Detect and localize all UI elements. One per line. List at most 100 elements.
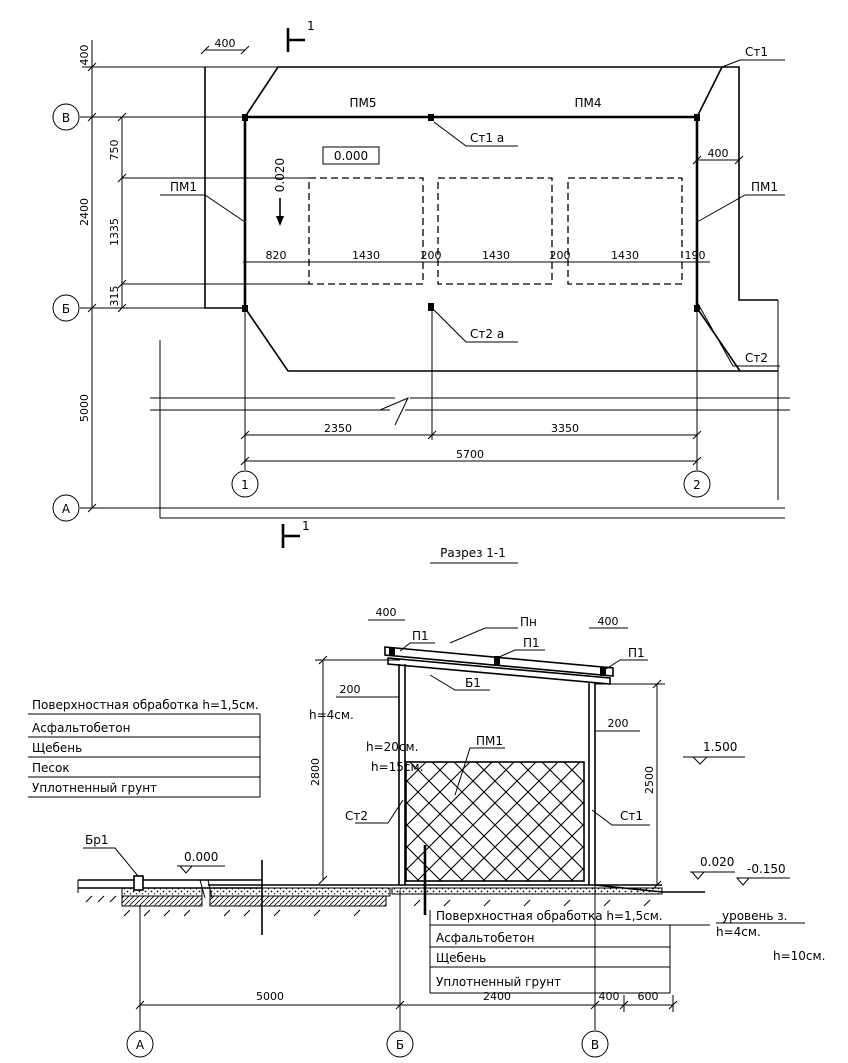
level-mark: 1.500	[703, 740, 737, 754]
note: h=15см.	[371, 760, 423, 774]
bench-panel	[567, 177, 683, 285]
dim-label: 200	[340, 683, 361, 696]
dim-label: 200	[608, 717, 629, 730]
layer-label: Щебень	[32, 741, 82, 755]
elevation-box	[322, 146, 380, 165]
note: уровень з.	[722, 909, 787, 923]
axis-label: В	[591, 1038, 599, 1052]
label-p1: П1	[523, 636, 540, 650]
label-pm1: ПМ1	[170, 180, 197, 194]
layer-label: Поверхностная обработка h=1,5см.	[32, 698, 259, 712]
label-st2: Ст2	[345, 809, 368, 823]
bench-panel	[308, 177, 424, 285]
axis-label: А	[136, 1038, 145, 1052]
dim-label: 5000	[78, 394, 91, 422]
axis-bubble-b	[386, 1030, 414, 1058]
roof-beam	[384, 646, 614, 677]
note: h=4см.	[309, 708, 354, 722]
layer-table-right: Поверхностная обработка h=1,5см. Асфальт…	[429, 909, 710, 994]
layer-label: Поверхностная обработка h=1,5см.	[436, 909, 663, 923]
dim-label: 2800	[309, 758, 322, 786]
label-pm4: ПМ4	[574, 96, 601, 110]
elevation-label: 0.000	[334, 149, 368, 163]
axis-bubble-a	[126, 1030, 154, 1058]
slope-arrow-head	[276, 216, 284, 226]
dim-label: 400	[598, 615, 619, 628]
layer-label: Песок	[32, 761, 70, 775]
axis-label: 2	[693, 478, 701, 492]
layer-label: Уплотненный грунт	[436, 975, 561, 989]
level-mark: 0.020	[700, 855, 734, 869]
layer-label: Асфальтобетон	[32, 721, 130, 735]
section-view: 2800 2500 400 400 200 200 5000 2400 400 …	[28, 606, 825, 1058]
roof-outline-bottom	[244, 307, 778, 372]
roof-outline	[244, 66, 724, 118]
dim-label: 820	[266, 249, 287, 262]
note: h=10см.	[773, 949, 825, 963]
level-mark: 0.000	[184, 850, 218, 864]
label-st2: Ст2	[745, 351, 768, 365]
purlin	[600, 667, 606, 676]
column	[694, 114, 700, 121]
dim-label: 2400	[483, 990, 511, 1003]
dim-label: 1430	[611, 249, 639, 262]
axis-label: В	[62, 111, 70, 125]
dim-label: 3350	[551, 422, 579, 435]
dim-label: 190	[685, 249, 706, 262]
dim-label: 1430	[352, 249, 380, 262]
axis-bubble-a	[52, 494, 80, 522]
label-pm1: ПМ1	[476, 734, 503, 748]
dim-label: 400	[599, 990, 620, 1003]
level-mark: -0.150	[747, 862, 786, 876]
dim-label: 200	[421, 249, 442, 262]
dim-label: 315	[108, 286, 121, 307]
dim-label: 400	[78, 45, 91, 66]
label-st1: Ст1	[745, 45, 768, 59]
column	[428, 303, 434, 311]
axis-label: 1	[241, 478, 249, 492]
roof-outline-right	[722, 66, 778, 301]
dim-label: 2500	[643, 766, 656, 794]
label-pn: Пн	[520, 615, 537, 629]
label-pm5: ПМ5	[349, 96, 376, 110]
label-st1a: Ст1 а	[470, 131, 504, 145]
dim-label: 200	[550, 249, 571, 262]
label-p1: П1	[412, 629, 429, 643]
bench-panel	[437, 177, 553, 285]
note: h=4см.	[716, 925, 761, 939]
layer-label: Щебень	[436, 951, 486, 965]
cut-mark-label: 1	[302, 519, 310, 533]
cut-mark-top	[286, 28, 305, 52]
note: h=20см.	[366, 740, 418, 754]
curb	[133, 875, 144, 891]
dim-label: 400	[708, 147, 729, 160]
dim-label: 1430	[482, 249, 510, 262]
slope-label: 0.020	[273, 158, 287, 192]
axis-label: Б	[396, 1038, 404, 1052]
roof-outline-left	[204, 67, 245, 309]
dim-label: 750	[108, 140, 121, 161]
axis-label: Б	[62, 302, 70, 316]
cut-mark-label: 1	[307, 19, 315, 33]
axis-label: А	[62, 502, 71, 516]
dim-label: 2350	[324, 422, 352, 435]
column	[428, 114, 434, 121]
lattice-panel	[405, 761, 585, 882]
axis-bubble-v	[581, 1030, 609, 1058]
purlin	[389, 647, 395, 656]
dim-label: 5000	[256, 990, 284, 1003]
label-p1: П1	[628, 646, 645, 660]
dim-label: 1335	[108, 218, 121, 246]
label-b1: Б1	[465, 676, 481, 690]
plan-view: 1 1 В Б А 1 2 400 2400 5000 750 1335 315…	[52, 19, 790, 548]
label-st2a: Ст2 а	[470, 327, 504, 341]
axis-bubble-v	[52, 103, 80, 131]
purlin	[494, 656, 500, 665]
dim-label: 600	[638, 990, 659, 1003]
break-mark	[379, 397, 410, 426]
dim-label: 400	[376, 606, 397, 619]
layer-label: Уплотненный грунт	[32, 781, 157, 795]
cut-mark-bottom	[281, 524, 300, 548]
label-br1: Бр1	[85, 833, 108, 847]
